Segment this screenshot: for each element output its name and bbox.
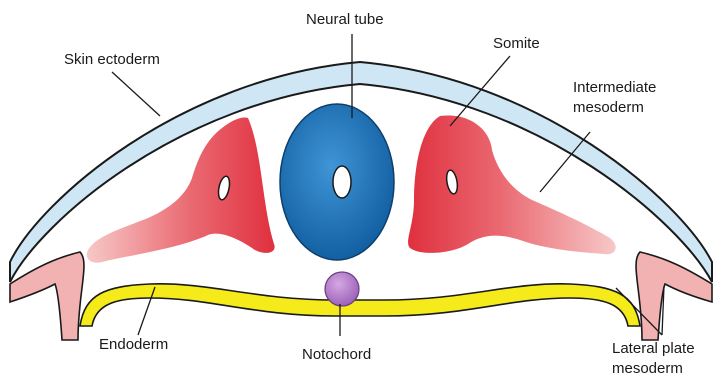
neural-tube-lumen xyxy=(333,166,351,198)
label-somite: Somite xyxy=(493,34,540,53)
endoderm-shape xyxy=(80,284,640,326)
label-lateral-plate-mesoderm-line1: Lateral plate xyxy=(612,339,695,358)
notochord-shape xyxy=(325,272,359,306)
label-notochord: Notochord xyxy=(302,345,371,364)
label-intermediate-mesoderm-line2: mesoderm xyxy=(573,98,644,117)
label-endoderm: Endoderm xyxy=(99,335,168,354)
label-neural-tube: Neural tube xyxy=(306,10,384,29)
somite-right xyxy=(408,115,616,254)
label-intermediate-mesoderm-line1: Intermediate xyxy=(573,78,656,97)
leader-skin-ectoderm xyxy=(112,72,160,116)
label-lateral-plate-mesoderm-line2: mesoderm xyxy=(612,359,683,378)
somite-left xyxy=(87,117,275,262)
label-skin-ectoderm: Skin ectoderm xyxy=(64,50,160,69)
